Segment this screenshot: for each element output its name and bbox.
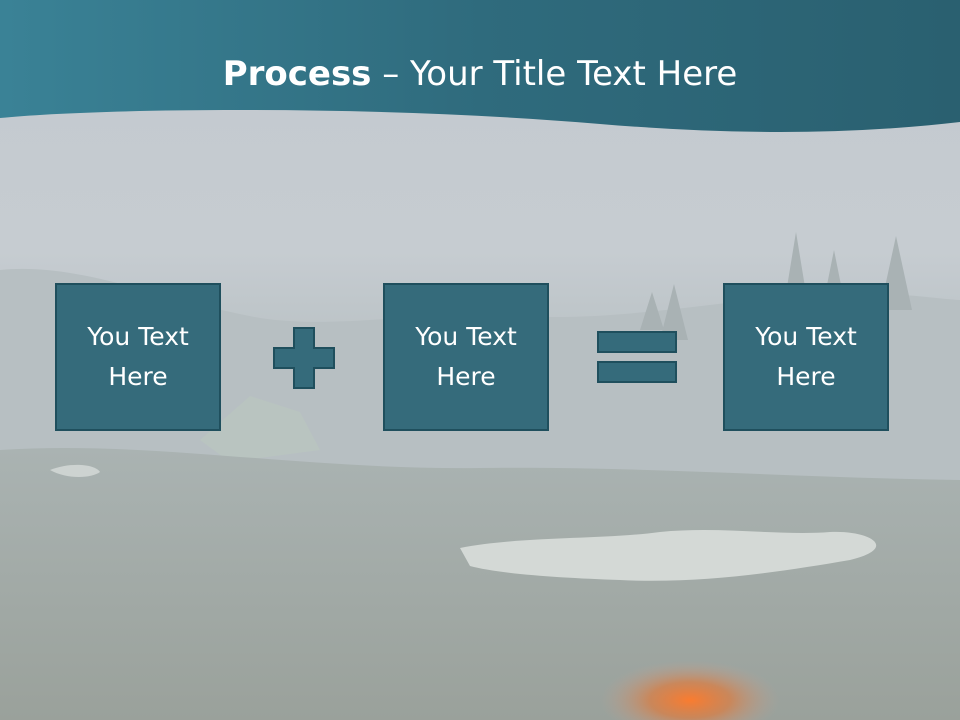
- process-result: You Text Here: [723, 283, 889, 431]
- process-step-2-text: You Text Here: [415, 322, 517, 391]
- header-band: [0, 0, 960, 132]
- process-result-text: You Text Here: [755, 322, 857, 391]
- equals-icon: [597, 331, 677, 383]
- slide-title: Process – Your Title Text Here: [0, 52, 960, 96]
- process-step-2: You Text Here: [383, 283, 549, 431]
- plus-icon: [273, 327, 335, 389]
- title-bold: Process: [222, 54, 372, 94]
- process-step-1: You Text Here: [55, 283, 221, 431]
- title-rest: – Your Title Text Here: [371, 54, 738, 94]
- process-step-1-text: You Text Here: [87, 322, 189, 391]
